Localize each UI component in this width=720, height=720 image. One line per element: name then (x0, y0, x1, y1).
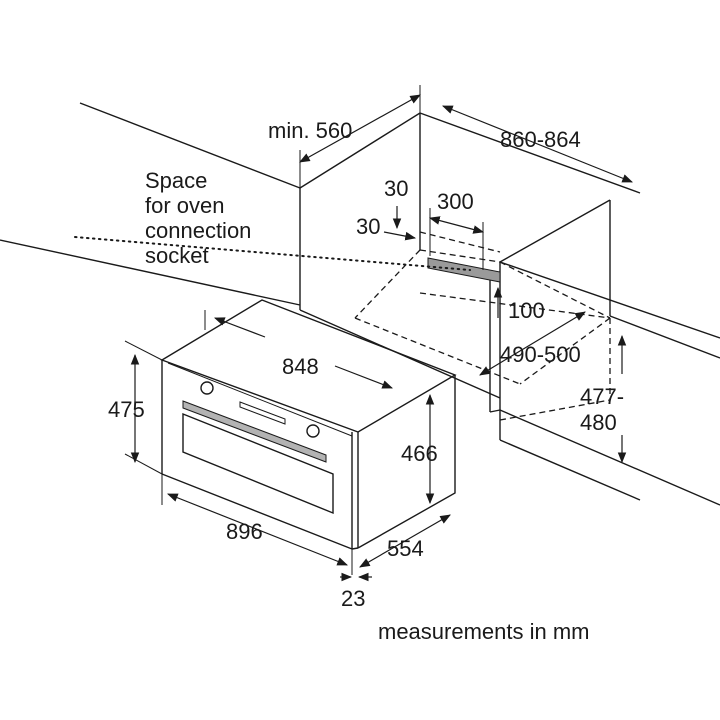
units-note: measurements in mm (378, 619, 590, 644)
label-front-height: 475 (108, 397, 145, 422)
label-body-height: 466 (401, 441, 438, 466)
label-offset-side: 30 (356, 214, 380, 239)
oven (160, 299, 457, 550)
label-socket-width: 300 (437, 189, 474, 214)
label-socket-note-2: for oven (145, 193, 225, 218)
cabinet-outline (0, 102, 720, 506)
label-offset-top: 30 (384, 176, 408, 201)
label-socket-note-3: connection (145, 218, 251, 243)
label-cavity-width: 848 (282, 354, 319, 379)
label-niche-width: 860-864 (500, 127, 581, 152)
label-front-thickness: 23 (341, 586, 365, 611)
label-niche-depth: min. 560 (268, 118, 352, 143)
label-socket-height: 100 (508, 298, 545, 323)
label-body-depth: 554 (387, 536, 424, 561)
label-socket-note-1: Space (145, 168, 207, 193)
label-front-width: 896 (226, 519, 263, 544)
label-niche-height: 477-480 (580, 384, 624, 435)
label-cavity-depth: 490-500 (500, 342, 581, 367)
dimension-lines (124, 85, 634, 582)
label-socket-note-4: socket (145, 243, 209, 268)
socket-area (74, 236, 501, 283)
